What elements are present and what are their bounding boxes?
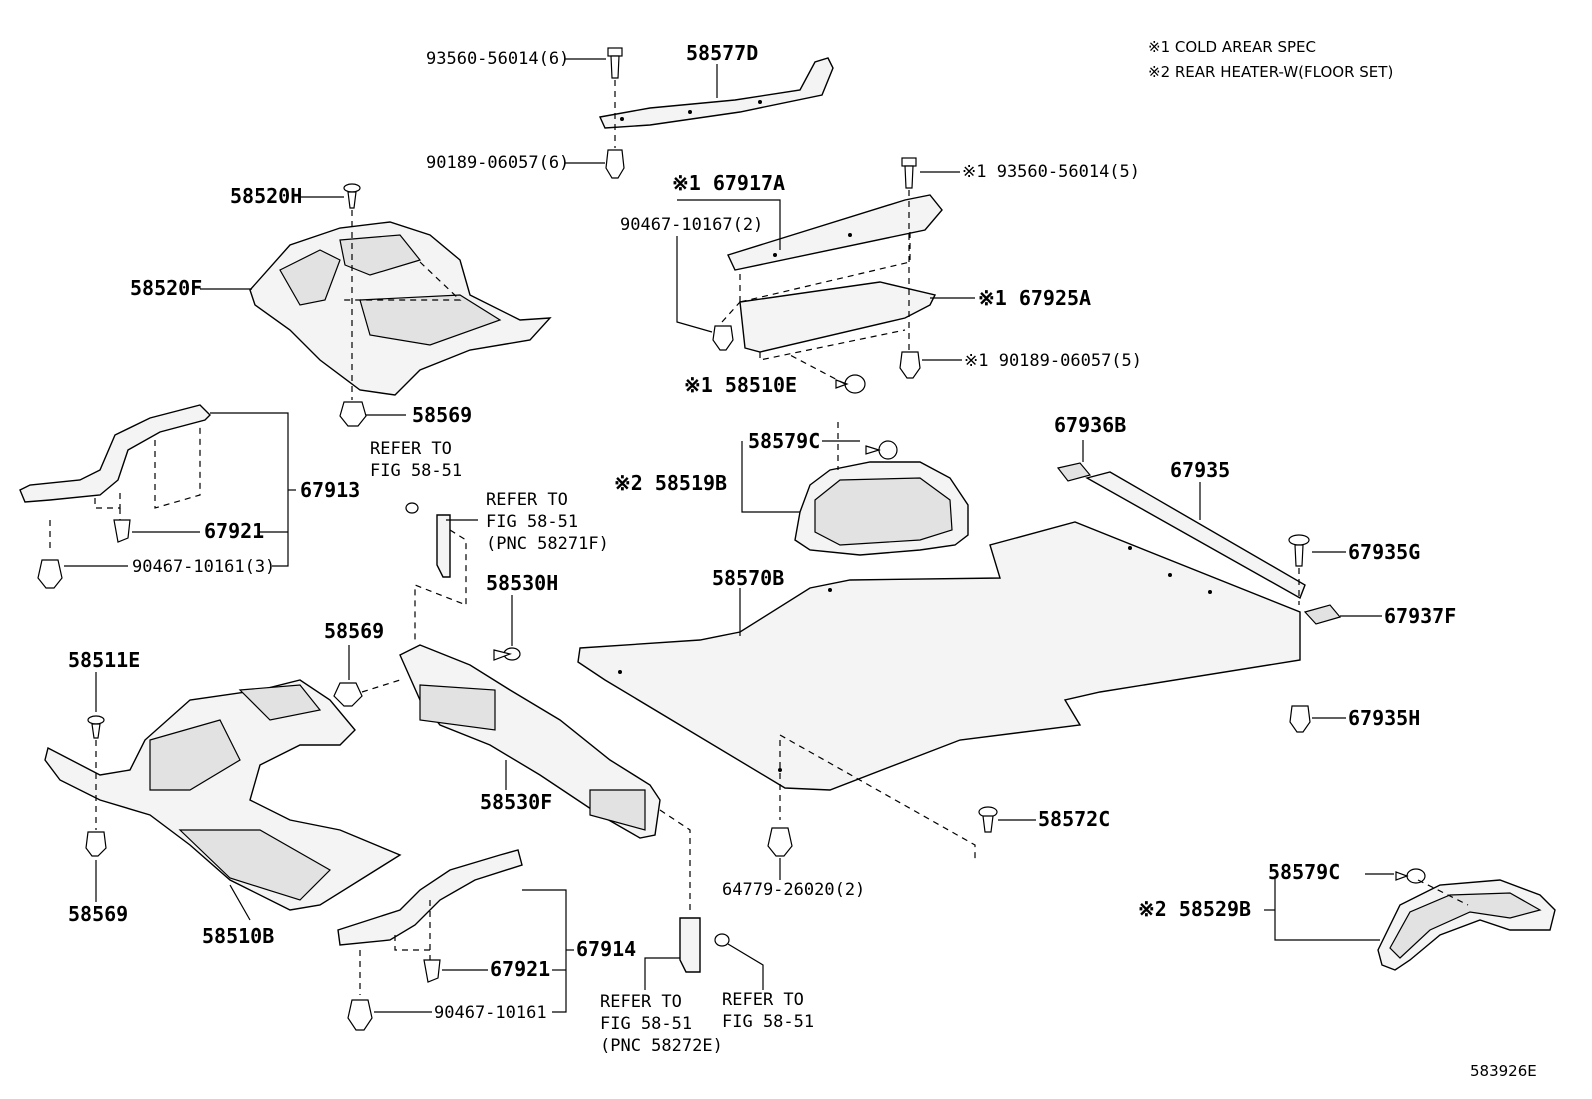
small-clip-icon [714,933,730,947]
label-58569-left: 58569 [68,902,128,926]
label-58511E: 58511E [68,648,140,672]
clip-nut-icon [1289,705,1311,733]
label-58530H: 58530H [486,571,558,595]
bolt-icon [1395,868,1426,884]
push-clip-icon [343,183,361,209]
refer-c-line1: REFER TO [600,992,682,1012]
diagram-id: 583926E [1470,1062,1537,1080]
label-67921-a: 67921 [204,519,264,543]
refer-a-line2: FIG 58-51 [370,461,462,481]
label-93560-56014-6: 93560-56014(6) [426,49,569,69]
refer-b-line3: (PNC 58271F) [486,534,609,554]
part-58529B-cover [1377,879,1556,971]
refer-b-line1: REFER TO [486,490,568,510]
label-58572C: 58572C [1038,807,1110,831]
push-clip-icon [978,806,998,833]
label-67936B: 67936B [1054,413,1126,437]
label-67937F: 67937F [1384,604,1456,628]
notes: ※1 COLD AREAR SPEC ※2 REAR HEATER-W(FLOO… [1148,38,1393,81]
clip-nut-icon [712,325,734,351]
clip-nut-icon [605,149,625,179]
label-58510E: ※1 58510E [684,373,797,397]
grommet-icon [835,374,866,394]
pad-icon [1056,462,1092,482]
label-67913: 67913 [300,478,360,502]
refer-c-line3: (PNC 58272E) [600,1036,723,1056]
part-58510B-silencer [44,679,402,911]
label-58569-top: 58569 [412,403,472,427]
label-58569-mid: 58569 [324,619,384,643]
clip-nut-icon [899,351,921,379]
label-58519B: ※2 58519B [614,471,727,495]
clip-icon [37,559,63,589]
note-2: ※2 REAR HEATER-W(FLOOR SET) [1148,63,1393,81]
label-58520F: 58520F [130,276,202,300]
clip-icon [767,827,793,857]
label-67935: 67935 [1170,458,1230,482]
part-67913-step-cover [19,404,211,503]
part-67935-rail [1085,471,1306,600]
label-67935G: 67935G [1348,540,1420,564]
label-58579C-b: 58579C [1268,860,1340,884]
label-58579C-a: 58579C [748,429,820,453]
label-58510B: 58510B [202,924,274,948]
label-67935H: 67935H [1348,706,1420,730]
part-67914-step-cover [337,849,523,946]
label-93560-56014-5: ※1 93560-56014(5) [962,162,1140,182]
clip-icon [423,959,441,983]
pad-icon [1303,604,1342,625]
label-58529B: ※2 58529B [1138,897,1251,921]
grommet-icon [333,682,363,707]
label-90189-06057-6: 90189-06057(6) [426,153,569,173]
bracket-icon [436,514,451,578]
grommet-icon [339,401,367,427]
label-67921-b: 67921 [490,957,550,981]
refer-d-line2: FIG 58-51 [722,1012,814,1032]
small-clip-icon [405,502,419,514]
label-67925A: ※1 67925A [978,286,1091,310]
label-67914: 67914 [576,937,636,961]
part-58577D-bracket [598,57,834,129]
refer-a-line1: REFER TO [370,439,452,459]
clip-icon [113,519,131,543]
part-58519B-cover [794,461,969,556]
clip-icon [865,440,898,460]
part-67925A-cover [739,281,937,353]
part-58530F-tunnel [399,644,661,839]
push-clip-icon [87,715,105,739]
label-90467-10161-3: 90467-10161(3) [132,557,275,577]
bolt-icon [1288,534,1310,567]
label-58530F: 58530F [480,790,552,814]
refer-b-line2: FIG 58-51 [486,512,578,532]
label-64779-26020-2: 64779-26020(2) [722,880,865,900]
part-58570B-floor-mat [577,521,1301,791]
part-58520F-silencer [249,221,552,396]
clip-icon [493,647,521,661]
bracket-icon [679,917,701,973]
refer-c-line2: FIG 58-51 [600,1014,692,1034]
label-67917A: ※1 67917A [672,171,785,195]
label-90189-06057-5: ※1 90189-06057(5) [964,351,1142,371]
grommet-icon [85,831,107,857]
bolt-icon [901,157,917,189]
label-58520H: 58520H [230,184,302,208]
label-58570B: 58570B [712,566,784,590]
note-1: ※1 COLD AREAR SPEC [1148,38,1316,56]
bolt-icon [607,47,623,79]
label-58577D: 58577D [686,41,758,65]
part-67917A-bracket [727,194,943,271]
clip-icon [347,999,373,1031]
refer-d-line1: REFER TO [722,990,804,1010]
label-90467-10161: 90467-10161 [434,1003,547,1023]
label-90467-10167-2: 90467-10167(2) [620,215,763,235]
